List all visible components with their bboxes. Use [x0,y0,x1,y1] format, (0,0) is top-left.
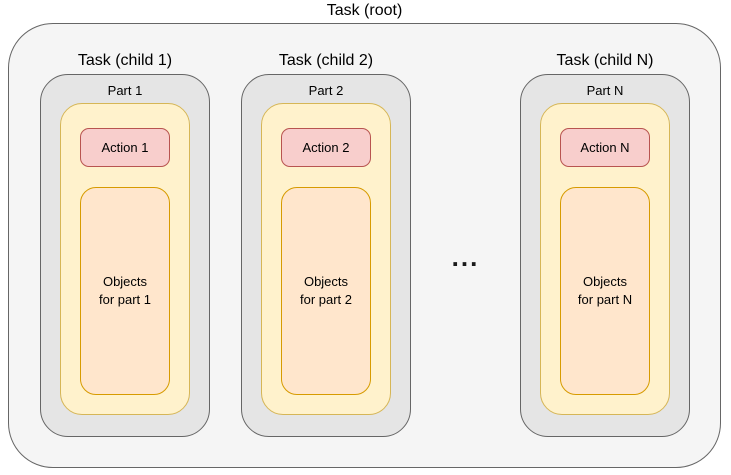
objects-label-line2: for part N [577,292,633,307]
action-box: Action 2 [281,128,371,167]
part-label: Part 1 [107,83,143,98]
action-box: Action 1 [80,128,170,167]
action-label: Action 1 [101,140,149,155]
action-box: Action N [560,128,650,167]
child-task-label: Task (child 1) [77,52,173,69]
objects-label-line1: Objects [303,274,349,289]
child-task-label: Task (child 2) [278,52,374,69]
part-content-box: Action 2 Objects for part 2 [261,103,391,415]
part-box: Part 2 Action 2 Objects for part 2 [241,74,411,437]
action-label: Action 2 [302,140,350,155]
objects-label-line2: for part 1 [98,292,152,307]
child-task-label: Task (child N) [556,52,654,69]
more-children-ellipsis: ... [451,242,480,272]
part-box: Part 1 Action 1 Objects for part 1 [40,74,210,437]
part-content-box: Action N Objects for part N [540,103,670,415]
objects-box: Objects for part N [560,187,650,395]
part-label: Part N [586,83,624,98]
objects-label-line1: Objects [102,274,148,289]
action-label: Action N [580,140,630,155]
part-content-box: Action 1 Objects for part 1 [60,103,190,415]
objects-box: Objects for part 2 [281,187,371,395]
objects-box: Objects for part 1 [80,187,170,395]
objects-label-line2: for part 2 [299,292,353,307]
part-label: Part 2 [308,83,344,98]
part-box: Part N Action N Objects for part N [520,74,690,437]
root-task-label: Task (root) [326,2,403,19]
objects-label-line1: Objects [582,274,628,289]
